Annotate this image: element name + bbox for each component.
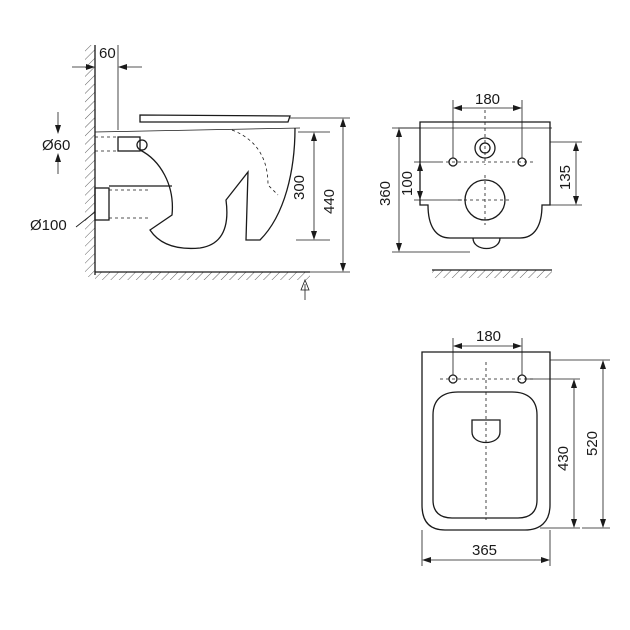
dim-top-width-label: 365 (472, 542, 497, 559)
top-view: 180 365 430 520 (421, 328, 610, 566)
dim-top-total-length: 520 (550, 359, 610, 529)
dim-total-height: 440 (290, 117, 350, 273)
dim-outlet-diameter: Ø100 (30, 211, 96, 234)
dim-inlet-diameter-label: Ø60 (42, 137, 70, 154)
dim-rear-outlet-center: 100 (399, 161, 462, 201)
dim-rear-bolt-height: 135 (544, 141, 582, 206)
dim-top-seat-length-label: 430 (555, 446, 572, 471)
dim-outlet-diameter-label: Ø100 (30, 217, 67, 234)
seat-lid (139, 114, 291, 123)
floor-reference-arrow (300, 278, 310, 300)
dim-rear-bolt-spacing-label: 180 (475, 91, 500, 108)
dim-wall-offset-label: 60 (99, 45, 116, 62)
dim-outlet-height: 300 (291, 131, 330, 241)
rear-outlet-bump (472, 237, 501, 250)
dim-top-total-length-label: 520 (584, 431, 601, 456)
dim-wall-offset: 60 (72, 45, 142, 70)
dim-rear-bolt-height-label: 135 (557, 165, 574, 190)
dim-top-bolt-spacing-label: 180 (476, 328, 501, 345)
rear-view: 180 360 100 135 (377, 91, 582, 278)
inlet-connector (136, 139, 148, 151)
dim-total-height-label: 440 (321, 189, 338, 214)
dim-inlet-diameter: Ø60 (42, 112, 70, 174)
wall-hatch (85, 45, 95, 277)
dim-outlet-height-label: 300 (291, 175, 308, 200)
outlet-pipe (94, 187, 110, 221)
side-view: 60 Ø60 Ø100 (30, 45, 350, 300)
dim-top-bolt-spacing: 180 (452, 328, 523, 375)
dim-rear-height-label: 360 (377, 181, 394, 206)
dim-top-seat-length: 430 (526, 378, 580, 529)
bowl-inner (231, 129, 279, 196)
dim-rear-height: 360 (377, 127, 470, 253)
top-outlet-opening (471, 419, 501, 444)
top-seat-inner (432, 391, 538, 519)
bowl-body (139, 127, 296, 250)
dim-rear-bolt-spacing: 180 (452, 91, 523, 158)
dim-top-width: 365 (421, 530, 551, 566)
dim-rear-outlet-center-label: 100 (399, 171, 416, 196)
inlet-pipe (117, 136, 141, 152)
floor-hatch (95, 272, 310, 280)
top-outline (421, 351, 551, 531)
